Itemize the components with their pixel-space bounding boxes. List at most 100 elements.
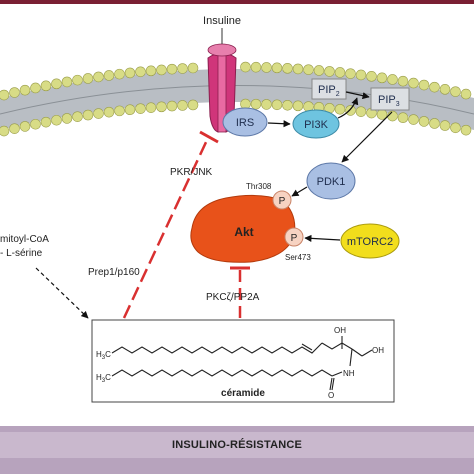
phospholipid-head [61, 76, 73, 88]
phospholipid-head [19, 84, 31, 96]
phospholipid-head [103, 106, 115, 118]
phospholipid-head [271, 99, 283, 111]
pip2-label: PIP2 [318, 84, 340, 98]
phospholipid-head [261, 99, 272, 110]
phospholipid-head [166, 63, 178, 75]
phospholipid-head [145, 102, 157, 113]
phospholipid-head [177, 100, 188, 111]
irs-node [222, 107, 268, 137]
irs-to-pi3k-arrow [267, 120, 291, 128]
pip2-box [311, 78, 347, 100]
palmitoyl-to-ceramide-arrow [35, 267, 89, 319]
mtorc2-label: mTORC2 [347, 236, 393, 248]
pip3-label: PIP3 [378, 94, 400, 108]
phospholipid-head [166, 100, 178, 112]
phospholipid-head [292, 63, 304, 75]
phospholipid-head [397, 75, 409, 87]
phospholipid-head [114, 68, 125, 80]
mtorc2-to-p-arrow [304, 234, 341, 242]
pkr-jnk-label: PKR/JNK [170, 167, 213, 178]
phospholipid-head [0, 125, 10, 137]
phospholipid-head [40, 80, 52, 92]
phospholipid-head [460, 124, 472, 136]
phospholipid-head [366, 71, 377, 82]
phospholipid-head [418, 79, 430, 91]
phospholipid-head [313, 65, 325, 76]
phospholipid-head [156, 101, 167, 113]
akt-label: Akt [234, 225, 253, 239]
phospholipid-head [439, 120, 451, 131]
phospholipid-head [124, 67, 136, 79]
phospholipid-head [271, 62, 283, 74]
phospholipid-head [439, 84, 451, 95]
phospho-thr308-node [272, 190, 292, 210]
phospholipid-head [250, 61, 262, 73]
membrane-outer-heads [0, 61, 472, 101]
phospholipid-head [450, 122, 461, 134]
phospholipid-head [355, 69, 367, 81]
thr308-label: Thr308 [246, 182, 272, 191]
palmitoyl-label-line1: mitoyl-CoA [0, 234, 49, 245]
ceramide-to-irs-inhibition-line [122, 139, 209, 319]
phospholipid-head [324, 66, 335, 77]
phospholipid-head [376, 72, 388, 84]
irs-label: IRS [236, 117, 254, 129]
phospholipid-head [9, 87, 20, 98]
nh-label: NH [343, 369, 355, 378]
pkcz-label: PKCζ/PP2A [206, 292, 260, 303]
phospho-ser473-node [284, 227, 304, 247]
phospholipid-head [355, 106, 367, 117]
phospholipid-head [334, 103, 346, 115]
o-label: O [328, 391, 334, 400]
phospholipid-head [19, 121, 31, 132]
footer-title: INSULINO-RÉSISTANCE [171, 439, 303, 451]
phospholipid-head [72, 111, 83, 122]
phospholipid-head [345, 68, 356, 79]
phospholipid-head [429, 118, 440, 129]
phospholipid-head [429, 81, 440, 93]
pi3k-node [292, 109, 340, 139]
phospholipid-head [240, 61, 251, 73]
phospholipid-head [387, 74, 398, 85]
phospholipid-head [93, 108, 104, 119]
phospholipid-head [408, 114, 419, 125]
phospholipid-head [51, 114, 62, 126]
palmitoyl-label-line2: - L-sérine [0, 248, 43, 259]
phospholipid-head [187, 62, 199, 74]
insuline-label: Insuline [203, 15, 241, 27]
phospholipid-head [72, 74, 83, 86]
phospholipid-head [93, 71, 104, 83]
phospholipid-head [187, 99, 199, 111]
pip2-to-pip3-arrow [345, 91, 370, 100]
phospholipid-head [156, 64, 167, 76]
phospholipid-head [114, 105, 125, 117]
phospholipid-head [82, 73, 94, 84]
phospholipid-head [135, 66, 146, 78]
phospholipid-head [282, 99, 293, 111]
phospholipid-head [261, 62, 272, 73]
pi3k-to-conversion-arrow [337, 97, 359, 119]
membrane-inner-heads [0, 98, 472, 137]
phospholipid-head [345, 105, 356, 116]
phospholipid-head [30, 82, 41, 94]
oh-top-label: OH [334, 326, 346, 335]
phospholipid-head [9, 123, 20, 134]
ser473-label: Ser473 [285, 253, 311, 262]
phospholipid-head [40, 116, 52, 128]
phospholipid-head [292, 100, 304, 112]
phospholipid-head [0, 89, 10, 101]
phospholipid-head [250, 98, 262, 110]
pip3-box [370, 87, 410, 111]
phospholipid-head [460, 88, 472, 100]
prep1-label: Prep1/p160 [88, 267, 140, 278]
oh-right-label: OH [372, 346, 384, 355]
membrane-tails [0, 69, 474, 130]
pi3k-label: PI3K [304, 119, 329, 131]
phospholipid-head [450, 86, 461, 97]
phospholipid-head [51, 78, 62, 90]
phospholipid-head [145, 65, 157, 77]
phospholipid-head [30, 118, 41, 130]
ceramide-structure [111, 336, 373, 391]
